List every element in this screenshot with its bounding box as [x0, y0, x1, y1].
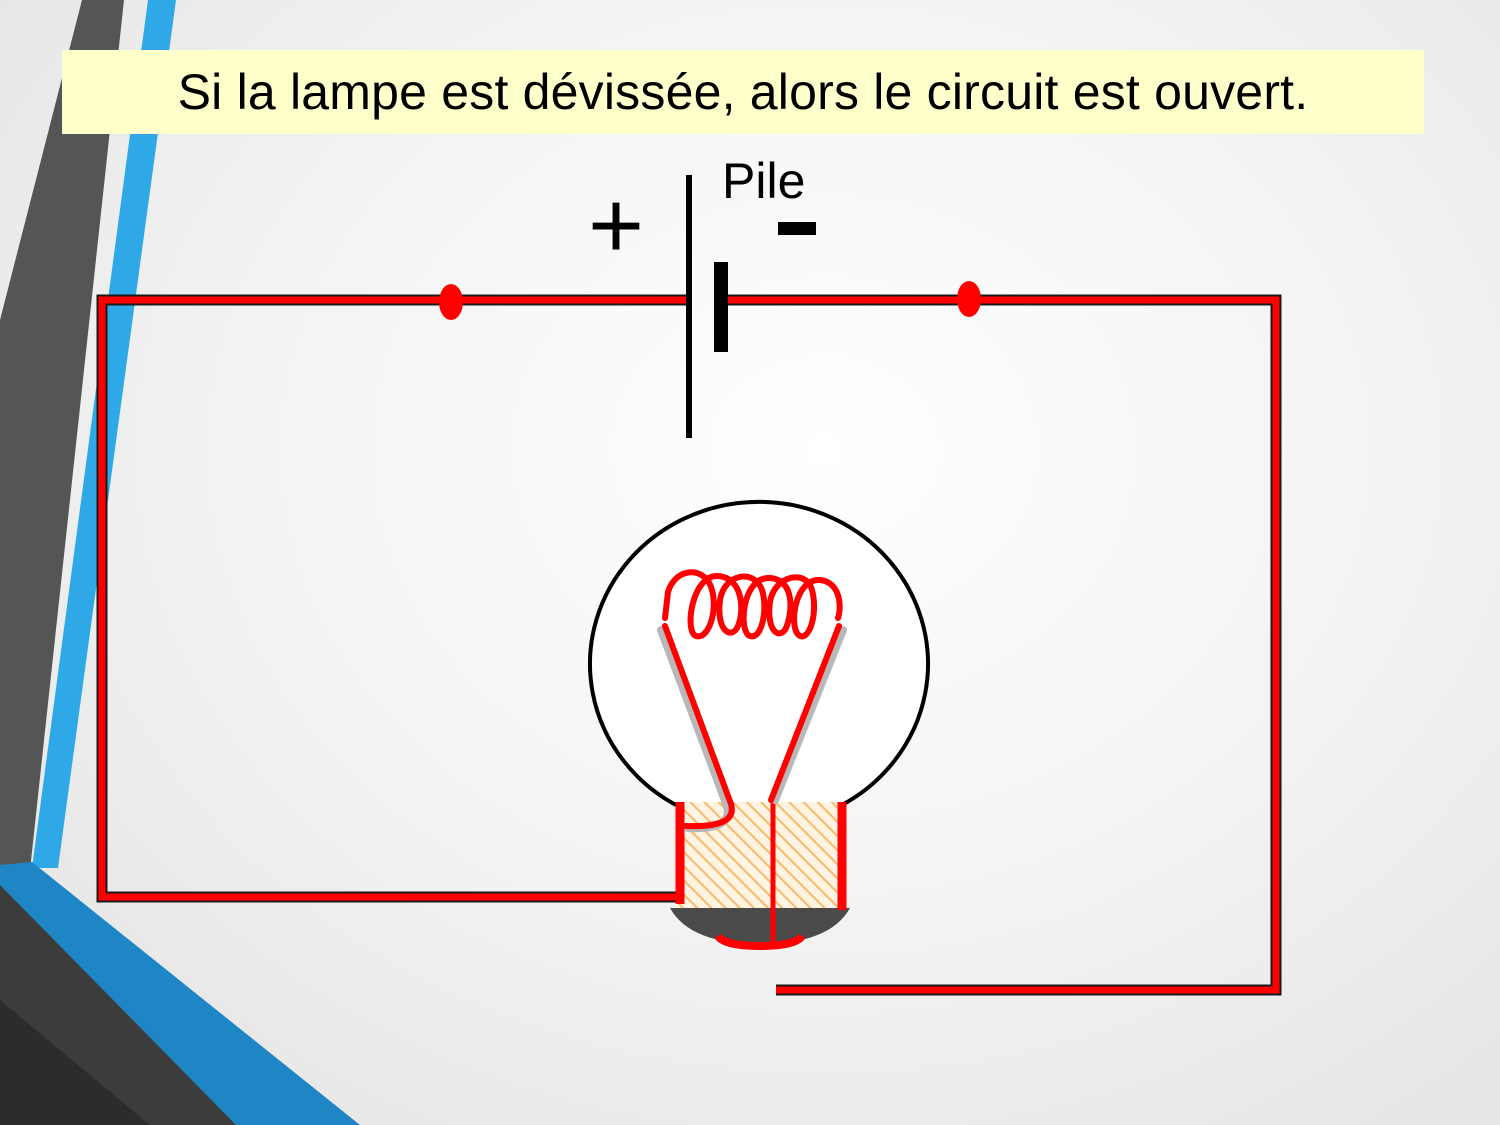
plus-sign: + — [588, 172, 644, 279]
battery-symbol — [686, 175, 728, 438]
bulb-contact — [714, 933, 806, 951]
light-bulb — [588, 499, 930, 951]
circuit-wires — [96, 281, 1282, 996]
battery-label: Pile — [722, 153, 805, 209]
filament-coil — [662, 569, 843, 640]
slide-title: Si la lampe est dévissée, alors le circu… — [177, 64, 1309, 120]
title-banner: Si la lampe est dévissée, alors le circu… — [62, 50, 1424, 134]
minus-sign — [778, 222, 816, 235]
filament-supports — [657, 623, 847, 833]
connection-point-left — [439, 284, 463, 320]
bulb-base — [670, 908, 850, 944]
wire-left — [96, 294, 689, 903]
bulb-glass — [588, 499, 930, 807]
connection-point-right — [957, 281, 981, 317]
bulb-socket — [676, 802, 844, 908]
slide-decoration — [0, 0, 360, 1125]
